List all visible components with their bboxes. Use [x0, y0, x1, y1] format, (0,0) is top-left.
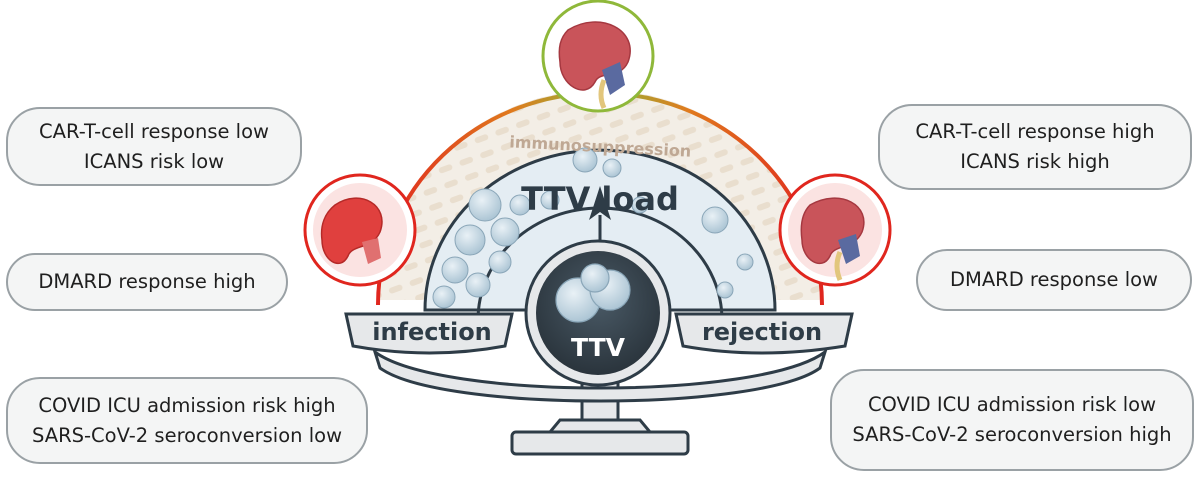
right-box-dmard: DMARD response low	[916, 249, 1192, 311]
left-box-covid-line2: SARS-CoV-2 seroconversion low	[31, 423, 343, 447]
infection-label: infection	[372, 318, 492, 346]
kidney-icon-top	[541, 0, 655, 113]
scale-beam	[372, 348, 828, 403]
scale-base	[510, 430, 690, 456]
right-box-covid-line1: COVID ICU admission risk low	[867, 393, 1157, 416]
right-box-car-t-line1: CAR-T-cell response high	[915, 120, 1155, 143]
center-ttv-label: TTV	[571, 333, 626, 362]
virus-particles	[432, 147, 754, 309]
right-box-car-t-line2: ICANS risk high	[960, 150, 1110, 173]
scale-base-stand	[546, 418, 654, 434]
left-box-covid: COVID ICU admission risk high SARS-CoV-2…	[6, 377, 368, 464]
right-box-car-t: CAR-T-cell response high ICANS risk high	[878, 104, 1192, 190]
left-box-car-t: CAR-T-cell response low ICANS risk low	[6, 107, 302, 186]
right-box-dmard-line1: DMARD response low	[949, 268, 1158, 291]
right-pan	[674, 312, 854, 355]
left-pan	[344, 312, 514, 355]
ttv-load-label: TTV load	[521, 180, 679, 218]
kidney-icon-right	[778, 173, 892, 287]
virus-icon	[555, 263, 631, 323]
right-box-covid-line2: SARS-CoV-2 seroconversion high	[852, 423, 1172, 446]
left-box-covid-line1: COVID ICU admission risk high	[38, 393, 336, 417]
left-box-car-t-line2: ICANS risk low	[83, 149, 225, 173]
right-box-covid: COVID ICU admission risk low SARS-CoV-2 …	[830, 369, 1194, 471]
rejection-label: rejection	[702, 318, 822, 346]
left-box-dmard: DMARD response high	[6, 253, 288, 311]
gauge-pointer	[589, 186, 611, 240]
left-box-car-t-line1: CAR-T-cell response low	[39, 119, 269, 143]
left-box-dmard-line1: DMARD response high	[38, 270, 256, 293]
kidney-icon-left	[303, 173, 417, 287]
